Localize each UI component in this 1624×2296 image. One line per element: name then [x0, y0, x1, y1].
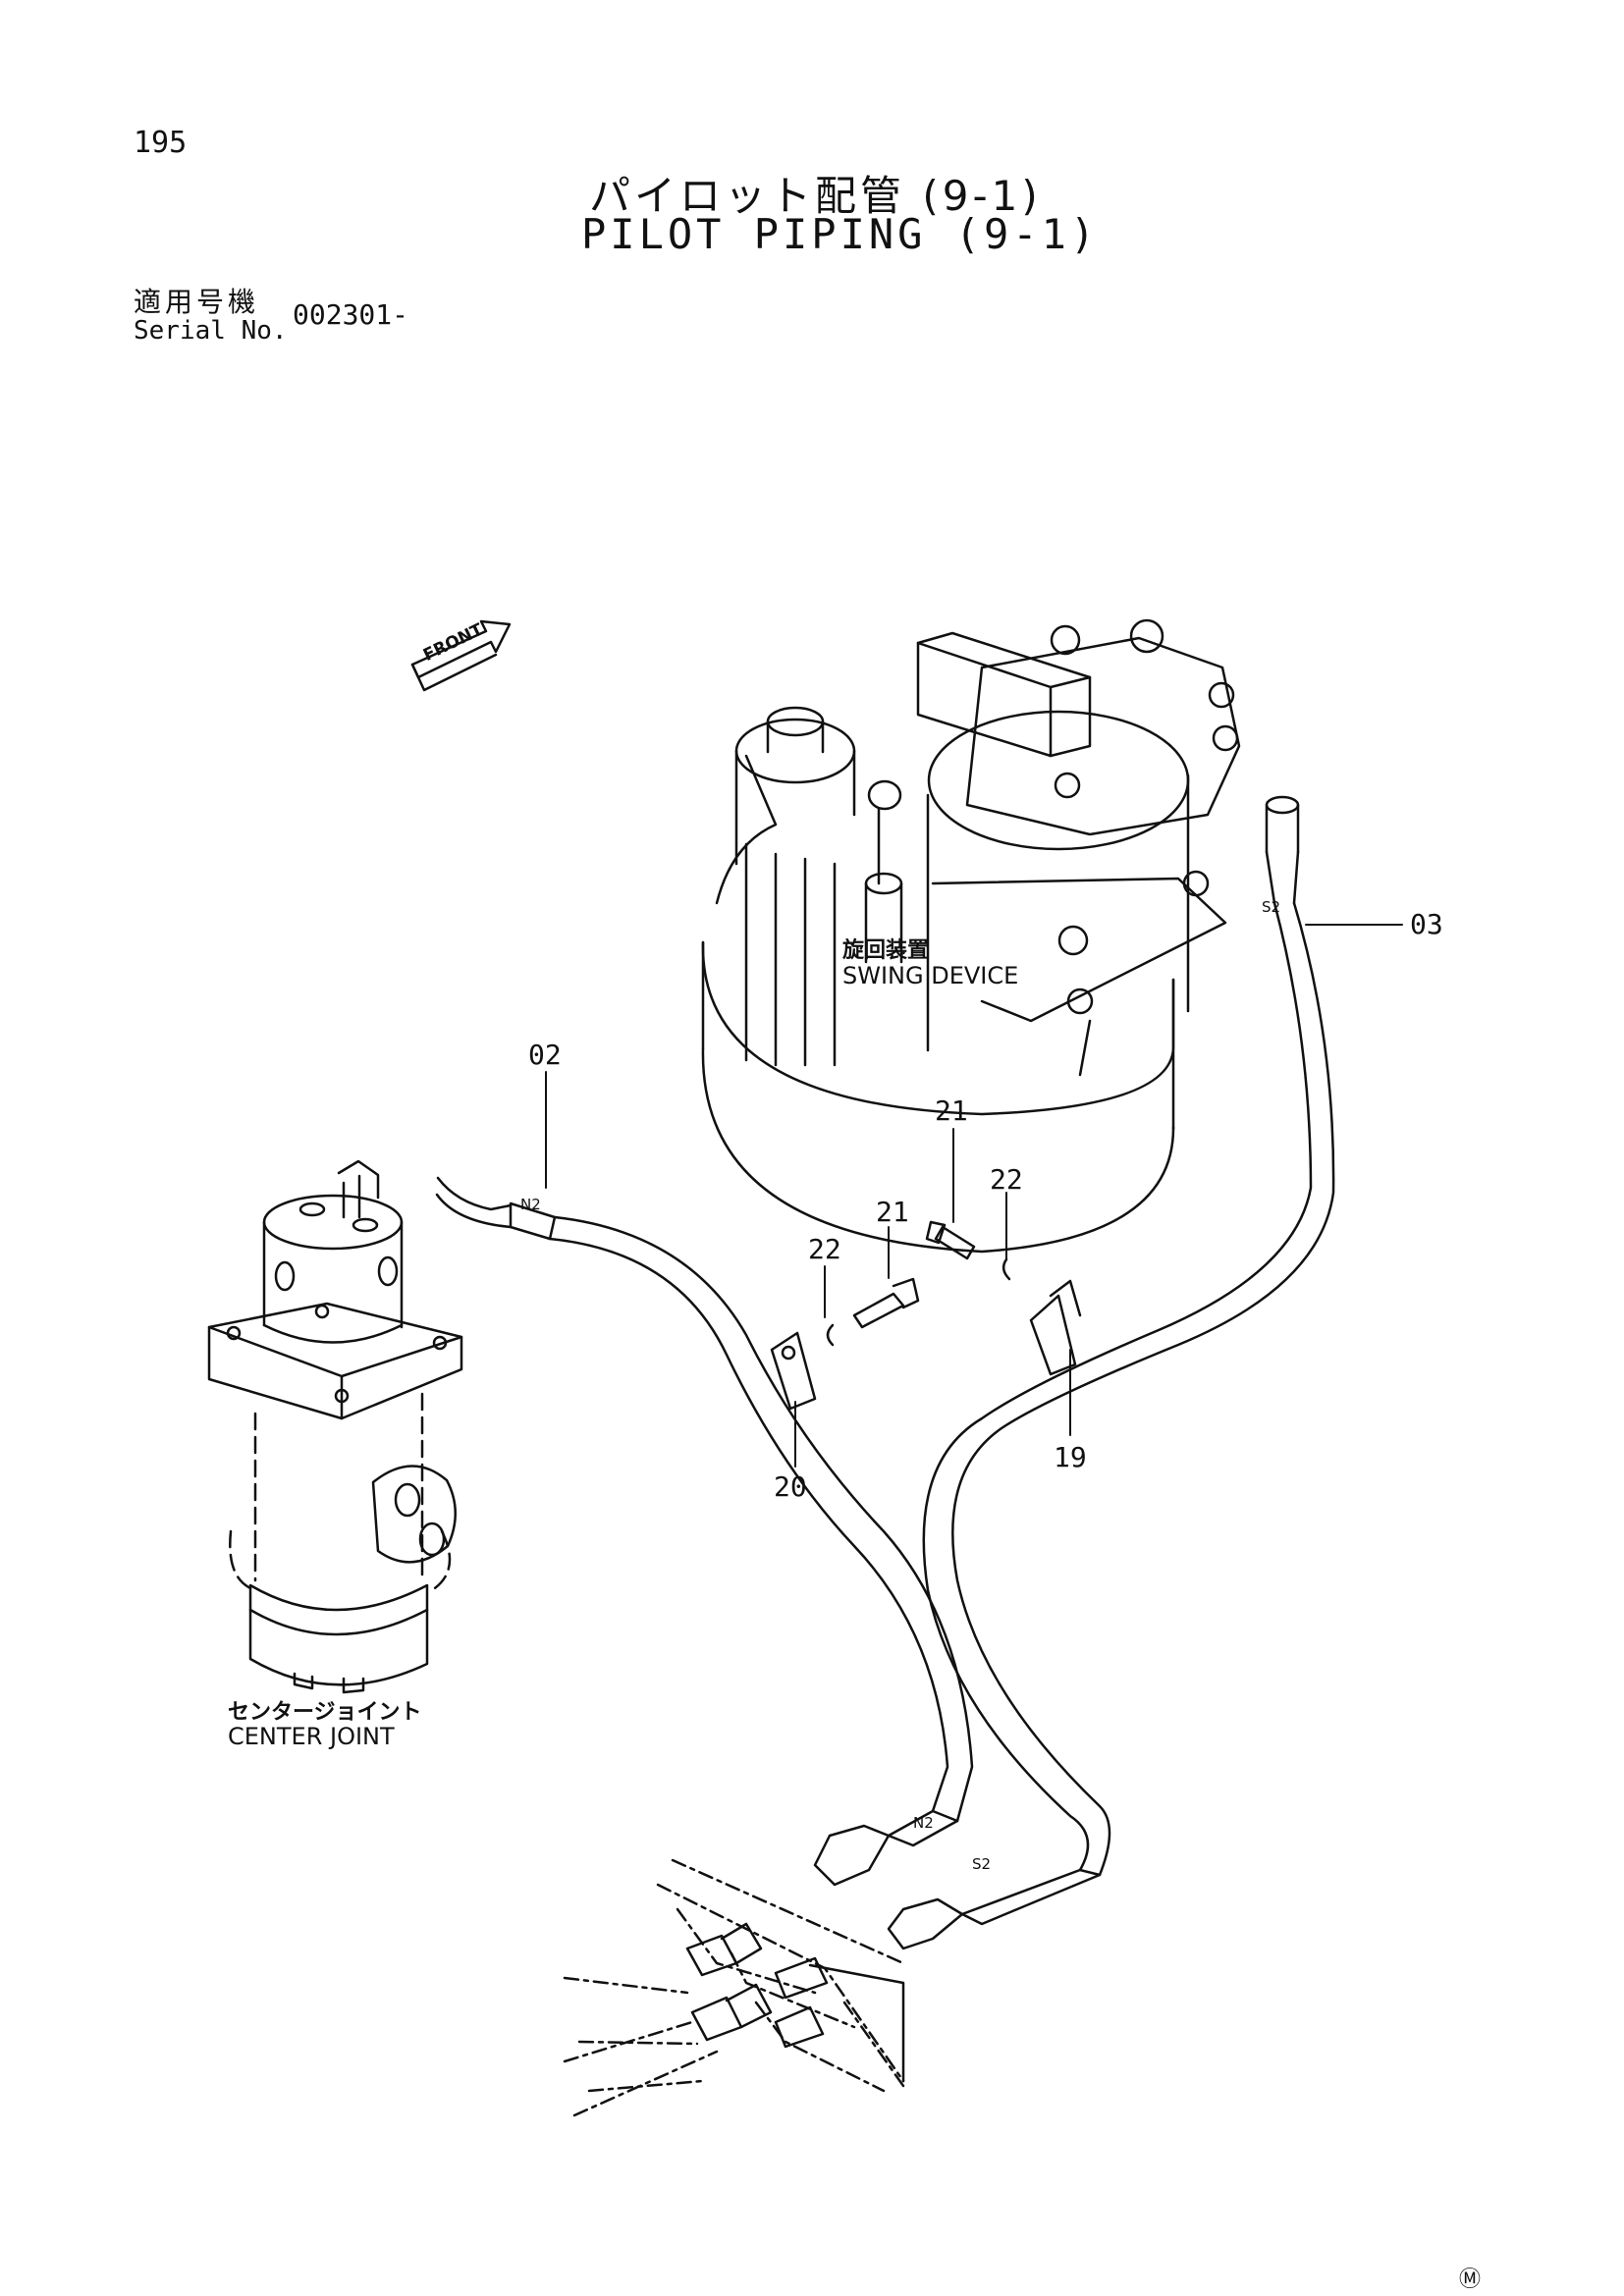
leader-lines	[545, 924, 1403, 1468]
page-number: 195	[134, 126, 188, 160]
callout-22-left: 22	[808, 1233, 841, 1265]
hose-02	[435, 1176, 974, 1887]
clamp-19	[1029, 1279, 1082, 1376]
clamp-20	[770, 1331, 817, 1411]
washer-22-right	[1001, 1257, 1011, 1281]
page-title-en: PILOT PIPING (9-1)	[581, 210, 1100, 258]
serial-label-jp: 適用号機	[134, 286, 260, 318]
callout-02: 02	[528, 1039, 562, 1071]
center-joint-drawing	[207, 1159, 463, 1694]
center-joint-label-en: CENTER JOINT	[228, 1723, 395, 1750]
swing-device-label-en: SWING DEVICE	[842, 962, 1019, 989]
bulkhead-plate	[563, 1858, 905, 2117]
port-tag-s2-top: S2	[1262, 898, 1281, 916]
callout-21-right: 21	[935, 1095, 968, 1127]
port-tag-n2-top: N2	[520, 1196, 541, 1213]
swing-device-label-jp: 旋回装置	[842, 938, 930, 963]
callout-19: 19	[1054, 1441, 1087, 1473]
page-title-jp: パイロット配管 (9-1)	[589, 172, 1042, 220]
callout-03: 03	[1410, 908, 1443, 940]
bolt-21-right	[925, 1220, 976, 1260]
port-tag-n2-bottom: N2	[913, 1814, 934, 1832]
front-arrow-icon	[410, 619, 512, 692]
bolt-21-left	[852, 1277, 920, 1329]
callout-22-right: 22	[990, 1163, 1023, 1196]
callout-20: 20	[774, 1470, 807, 1503]
swing-device-drawing	[701, 618, 1241, 1254]
serial-label-en: Serial No.	[134, 316, 288, 346]
bulkhead-edge	[808, 1963, 905, 2083]
bulkhead-fittings	[685, 1922, 829, 2049]
washer-22-left	[826, 1323, 835, 1347]
center-joint-label-jp: センタージョイント	[228, 1700, 422, 1725]
hose-03	[887, 795, 1335, 1950]
callout-21-left: 21	[876, 1196, 909, 1228]
serial-value: 002301-	[293, 298, 409, 331]
page-marker: Ⓜ	[1459, 2268, 1482, 2292]
port-tag-s2-bottom: S2	[972, 1855, 992, 1873]
